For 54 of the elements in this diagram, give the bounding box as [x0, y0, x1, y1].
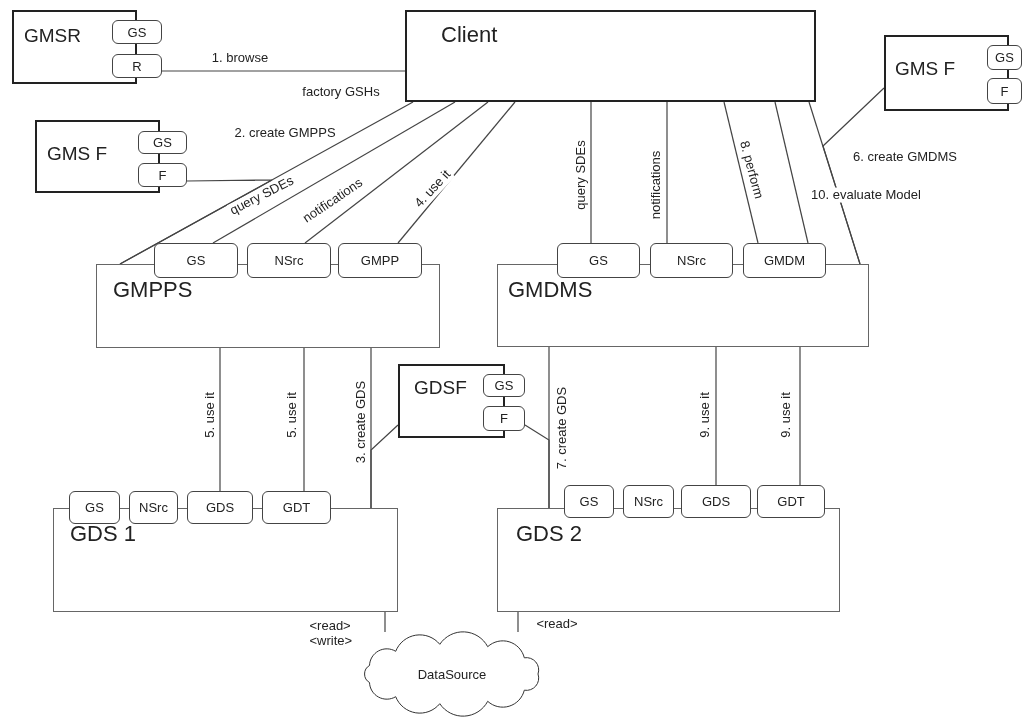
- connector-line: [384, 611, 386, 633]
- port-box: GS: [154, 243, 238, 278]
- box-heading: GDS 1: [70, 523, 137, 545]
- connector-line: [715, 346, 717, 486]
- connector-line: [219, 347, 221, 492]
- connector-line: [822, 87, 885, 265]
- connector-line: [774, 101, 809, 244]
- port-box: F: [987, 78, 1022, 104]
- box-heading: GMSR: [24, 26, 81, 45]
- port-box: GDT: [262, 491, 331, 524]
- connector-line: [723, 101, 759, 244]
- port-box: GDS: [187, 491, 253, 524]
- port-box: GS: [557, 243, 640, 278]
- port-box: NSrc: [247, 243, 331, 278]
- box-heading: GMS F: [895, 59, 956, 78]
- port-box: GDS: [681, 485, 751, 518]
- edge-label: query SDEs: [573, 139, 589, 211]
- port-box: GS: [69, 491, 120, 524]
- connector-line: [666, 101, 668, 244]
- component-box: [405, 10, 816, 102]
- return-label: factory GSHs: [301, 84, 381, 100]
- connector-line: [517, 611, 519, 633]
- box-heading: GMDMS: [508, 279, 593, 301]
- port-box: GS: [987, 45, 1022, 70]
- node-label: DataSource: [417, 666, 487, 682]
- port-box: GDT: [757, 485, 825, 518]
- connector-line: [212, 101, 456, 244]
- box-heading: GDSF: [414, 378, 467, 397]
- connector-line: [590, 101, 592, 244]
- port-box: NSrc: [623, 485, 674, 518]
- box-heading: Client: [441, 24, 498, 46]
- box-heading: GDS 2: [516, 523, 583, 545]
- port-box: GMPP: [338, 243, 422, 278]
- connector-line: [799, 346, 801, 486]
- port-box: GS: [564, 485, 614, 518]
- connector-line: [370, 424, 399, 509]
- edge-label: 10. evaluate Model: [810, 187, 922, 203]
- connector-line: [524, 424, 550, 509]
- connector-line: [304, 101, 489, 244]
- port-box: NSrc: [129, 491, 178, 524]
- connector-line: [303, 347, 305, 492]
- port-box: GMDM: [743, 243, 826, 278]
- connector-line: [119, 179, 273, 265]
- port-box: GS: [483, 374, 525, 397]
- port-box: GS: [138, 131, 187, 154]
- port-box: NSrc: [650, 243, 733, 278]
- port-box: GS: [112, 20, 162, 44]
- box-heading: GMPPS: [113, 279, 193, 301]
- service-box: [497, 508, 840, 612]
- connector-line: [161, 70, 406, 72]
- port-box: R: [112, 54, 162, 78]
- port-box: F: [483, 406, 525, 431]
- port-box: F: [138, 163, 187, 187]
- box-heading: GMS F: [47, 144, 108, 163]
